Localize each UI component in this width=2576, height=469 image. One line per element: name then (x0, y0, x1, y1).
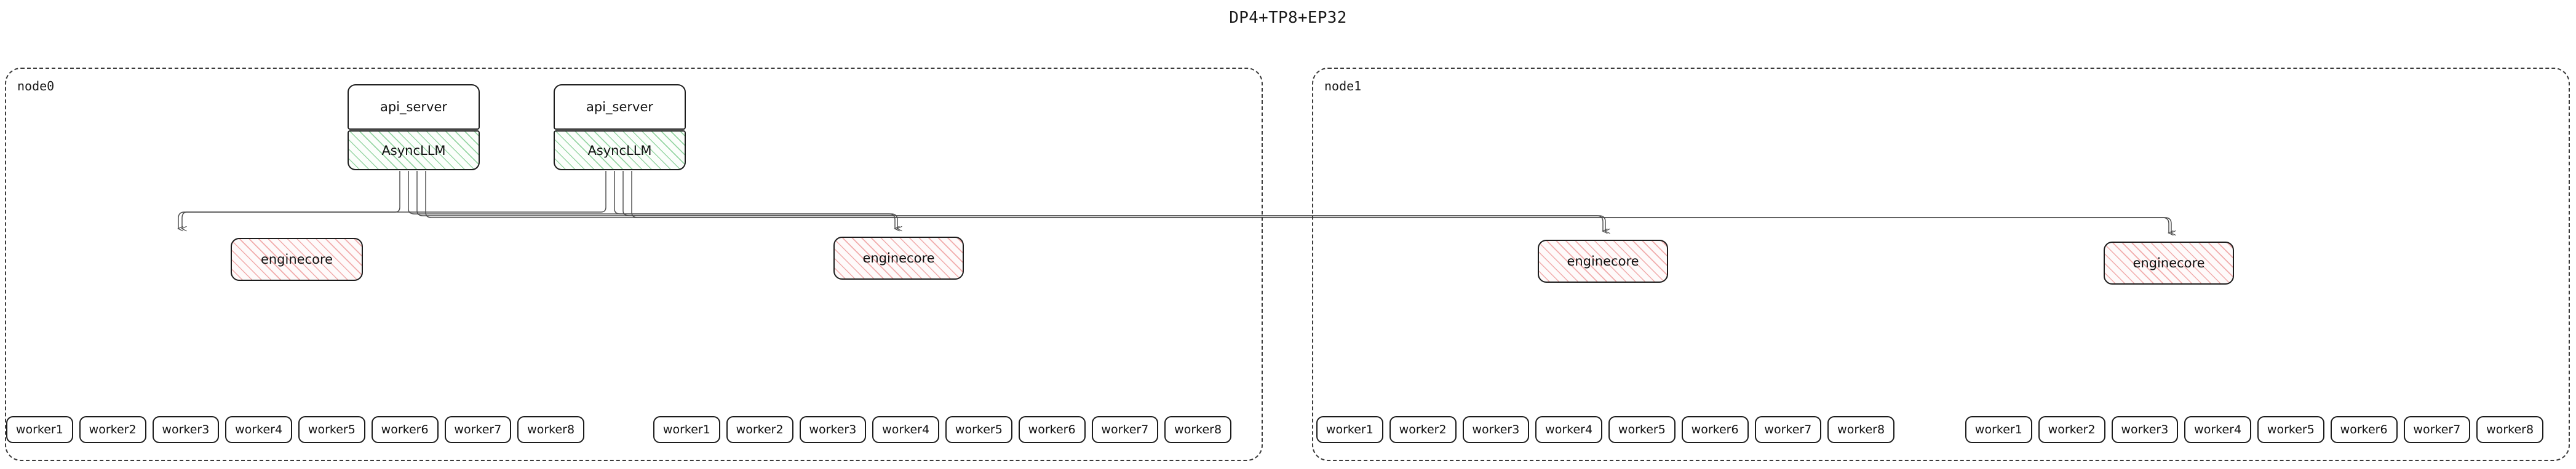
worker-box-label: worker7 (2413, 423, 2461, 436)
worker-box[interactable]: worker1 (653, 416, 720, 443)
worker-box-label: worker4 (2194, 423, 2242, 436)
worker-box-label: worker6 (1028, 423, 1076, 436)
node-cluster-node0 (5, 68, 1263, 461)
node-cluster-node1 (1312, 68, 2570, 461)
worker-box[interactable]: worker6 (2330, 416, 2398, 443)
worker-box[interactable]: worker1 (1965, 416, 2032, 443)
worker-box[interactable]: worker8 (1164, 416, 1231, 443)
enginecore-box[interactable]: enginecore (833, 237, 964, 280)
worker-box[interactable]: worker2 (79, 416, 146, 443)
worker-box-label: worker7 (1764, 423, 1812, 436)
worker-box-label: worker3 (1472, 423, 1520, 436)
async-llm-box[interactable]: AsyncLLM (348, 130, 480, 170)
enginecore-box-label: enginecore (862, 251, 935, 266)
worker-box-label: worker3 (809, 423, 857, 436)
worker-box-label: worker5 (955, 423, 1003, 436)
node-label-node1: node1 (1324, 79, 1362, 93)
worker-box-label: worker4 (882, 423, 930, 436)
async-llm-box-label: AsyncLLM (381, 143, 446, 158)
worker-box[interactable]: worker1 (1316, 416, 1383, 443)
worker-box[interactable]: worker5 (298, 416, 365, 443)
api-server-box[interactable]: api_server (348, 84, 480, 130)
worker-box-label: worker8 (527, 423, 575, 436)
worker-box-label: worker4 (1545, 423, 1593, 436)
worker-box-label: worker5 (2267, 423, 2315, 436)
diagram-title: DP4+TP8+EP32 (1229, 9, 1347, 27)
enginecore-box[interactable]: enginecore (2104, 242, 2234, 285)
worker-box[interactable]: worker5 (945, 416, 1012, 443)
worker-box-label: worker8 (1837, 423, 1885, 436)
worker-box[interactable]: worker6 (1681, 416, 1749, 443)
enginecore-box-label: enginecore (1567, 254, 1639, 269)
worker-box[interactable]: worker3 (152, 416, 220, 443)
worker-box[interactable]: worker8 (2476, 416, 2543, 443)
node-label-node0: node0 (17, 79, 55, 93)
worker-box[interactable]: worker7 (1754, 416, 1822, 443)
worker-box-label: worker2 (2048, 423, 2096, 436)
worker-box[interactable]: worker8 (1827, 416, 1894, 443)
worker-box-label: worker5 (1618, 423, 1666, 436)
worker-box-label: worker6 (1691, 423, 1739, 436)
worker-box-label: worker1 (662, 423, 710, 436)
api-server-box-label: api_server (380, 100, 447, 114)
worker-box[interactable]: worker6 (371, 416, 439, 443)
worker-box[interactable]: worker7 (444, 416, 512, 443)
worker-box-label: worker1 (1326, 423, 1373, 436)
worker-box-label: worker8 (2486, 423, 2534, 436)
enginecore-box[interactable]: enginecore (231, 238, 363, 281)
worker-box-label: worker3 (2121, 423, 2169, 436)
worker-box[interactable]: worker4 (1535, 416, 1602, 443)
worker-box-label: worker7 (1101, 423, 1149, 436)
worker-box-label: worker3 (162, 423, 210, 436)
worker-box[interactable]: worker4 (225, 416, 292, 443)
worker-box[interactable]: worker1 (6, 416, 73, 443)
worker-box[interactable]: worker7 (1091, 416, 1159, 443)
worker-box[interactable]: worker2 (2038, 416, 2105, 443)
worker-box[interactable]: worker3 (2111, 416, 2179, 443)
worker-box[interactable]: worker6 (1018, 416, 1086, 443)
enginecore-box-label: enginecore (260, 252, 333, 267)
worker-box[interactable]: worker4 (2184, 416, 2251, 443)
enginecore-box-label: enginecore (2133, 256, 2205, 270)
worker-box[interactable]: worker5 (2257, 416, 2324, 443)
worker-box-label: worker2 (736, 423, 784, 436)
api-server-box-label: api_server (586, 100, 653, 114)
worker-box-label: worker1 (1974, 423, 2022, 436)
worker-box-label: worker5 (308, 423, 356, 436)
worker-box[interactable]: worker5 (1608, 416, 1676, 443)
worker-box[interactable]: worker2 (1389, 416, 1457, 443)
worker-box-label: worker6 (2340, 423, 2388, 436)
worker-box[interactable]: worker8 (517, 416, 584, 443)
worker-box[interactable]: worker2 (726, 416, 793, 443)
worker-box[interactable]: worker4 (872, 416, 939, 443)
worker-box-label: worker8 (1174, 423, 1222, 436)
async-llm-box[interactable]: AsyncLLM (554, 130, 686, 170)
worker-box-label: worker7 (454, 423, 502, 436)
worker-box-label: worker2 (89, 423, 137, 436)
worker-box-label: worker4 (235, 423, 283, 436)
enginecore-box[interactable]: enginecore (1538, 240, 1668, 283)
worker-box-label: worker1 (15, 423, 63, 436)
async-llm-box-label: AsyncLLM (587, 143, 652, 158)
worker-box[interactable]: worker3 (1462, 416, 1530, 443)
worker-box-label: worker2 (1399, 423, 1447, 436)
worker-box-label: worker6 (381, 423, 429, 436)
worker-box[interactable]: worker3 (799, 416, 867, 443)
api-server-box[interactable]: api_server (554, 84, 686, 130)
worker-box[interactable]: worker7 (2403, 416, 2471, 443)
